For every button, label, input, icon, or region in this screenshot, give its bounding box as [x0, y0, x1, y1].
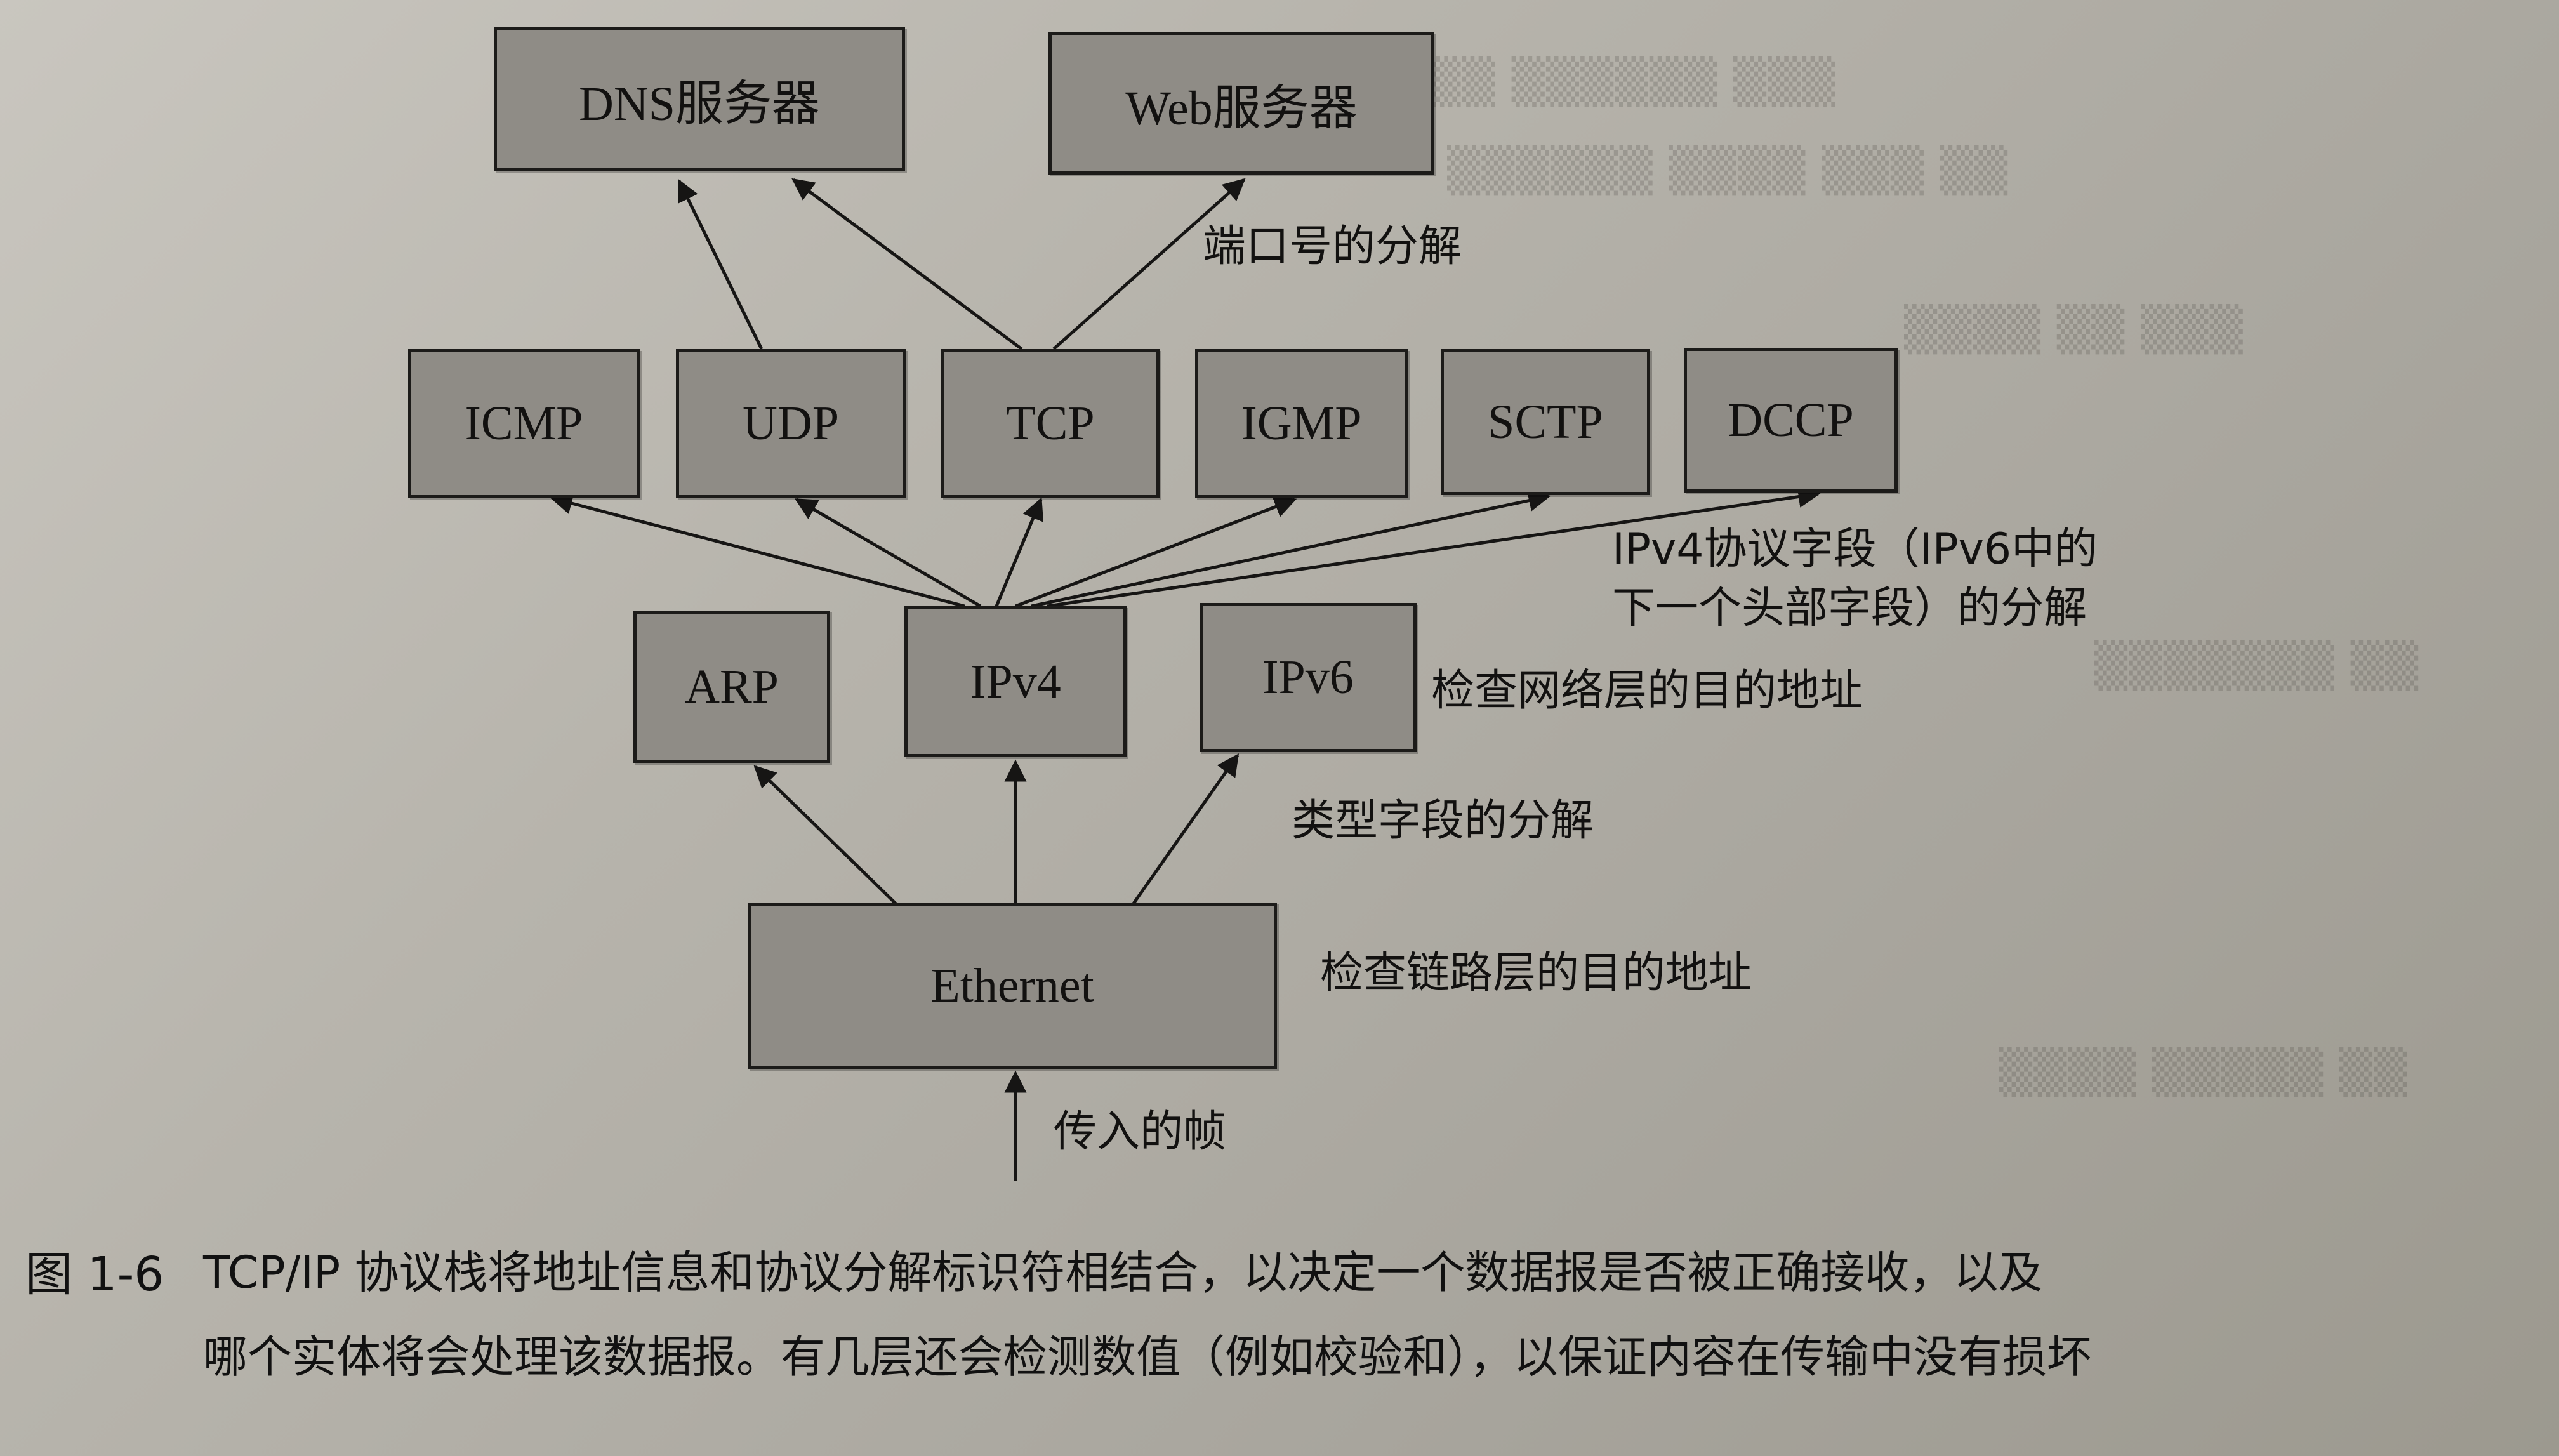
ipv6-box: IPv6	[1200, 603, 1417, 752]
bleed-through-text: ▒▒▒▒▒▒ ▒▒▒▒ ▒▒▒ ▒▒	[1447, 146, 2009, 196]
ipv4-box: IPv4	[904, 606, 1127, 757]
bleed-through-text: ▒▒▒▒ ▒▒▒▒▒ ▒▒	[1999, 1047, 2409, 1097]
arrow-ipv4-to-icmp	[550, 493, 965, 608]
check-network-addr-label: 检查网络层的目的地址	[1431, 666, 1863, 716]
dccp-label: DCCP	[1728, 393, 1854, 447]
arrow-ipv4-to-igmp	[1015, 496, 1297, 608]
dns-server-label: DNS服务器	[578, 77, 821, 131]
ipv6-label: IPv6	[1262, 651, 1354, 704]
arrow-tcp-to-web	[1052, 178, 1246, 350]
incoming-frame-label: 传入的帧	[1054, 1107, 1227, 1157]
arrow-ipv4-to-tcp	[995, 497, 1044, 607]
web-server-label: Web服务器	[1125, 81, 1358, 135]
ipv4-field-label-line2: 下一个头部字段）的分解	[1612, 583, 2087, 633]
dccp-box: DCCP	[1684, 348, 1898, 493]
arp-label: ARP	[685, 659, 779, 713]
arrow-udp-to-dns	[677, 178, 764, 350]
bleed-through-text: ▒▒▒▒▒▒▒ ▒▒	[2094, 641, 2420, 691]
bleed-through-text: ▒▒▒▒ ▒▒ ▒▒▒	[1904, 305, 2244, 355]
sctp-label: SCTP	[1488, 395, 1603, 449]
caption-line1: TCP/IP 协议栈将地址信息和协议分解标识符相结合，以决定一个数据报是否被正确…	[203, 1247, 2043, 1299]
check-link-addr-label: 检查链路层的目的地址	[1320, 948, 1752, 998]
arrow-tcp-to-dns	[791, 178, 1023, 351]
type-field-demux-label: 类型字段的分解	[1292, 796, 1594, 846]
arp-box: ARP	[633, 611, 830, 763]
arrow-ipv4-to-udp	[794, 498, 982, 608]
arrow-ethernet-to-arp	[753, 765, 903, 910]
sctp-box: SCTP	[1441, 349, 1650, 495]
udp-label: UDP	[742, 397, 840, 450]
icmp-label: ICMP	[465, 397, 583, 450]
icmp-box: ICMP	[408, 349, 640, 498]
ethernet-label: Ethernet	[930, 958, 1094, 1012]
web-server-box: Web服务器	[1048, 32, 1434, 175]
arrow-ethernet-to-ipv6	[1128, 753, 1240, 910]
udp-box: UDP	[676, 349, 906, 498]
igmp-box: IGMP	[1195, 349, 1408, 498]
tcp-box: TCP	[941, 349, 1160, 498]
dns-server-box: DNS服务器	[494, 27, 905, 171]
tcp-label: TCP	[1006, 397, 1095, 450]
caption-line2: 哪个实体将会处理该数据报。有几层还会检测数值（例如校验和），以保证内容在传输中没…	[203, 1331, 2091, 1383]
arrow-ipv4-to-sctp	[1031, 489, 1551, 608]
figure-number: 图 1-6	[25, 1247, 164, 1302]
ethernet-box: Ethernet	[748, 903, 1277, 1069]
arrow-ipv4-to-dccp	[1047, 486, 1821, 608]
port-demux-label: 端口号的分解	[1203, 222, 1462, 272]
ipv4-field-label-line1: IPv4协议字段（IPv6中的	[1612, 524, 2098, 574]
ipv4-label: IPv4	[970, 654, 1061, 708]
igmp-label: IGMP	[1241, 397, 1362, 450]
